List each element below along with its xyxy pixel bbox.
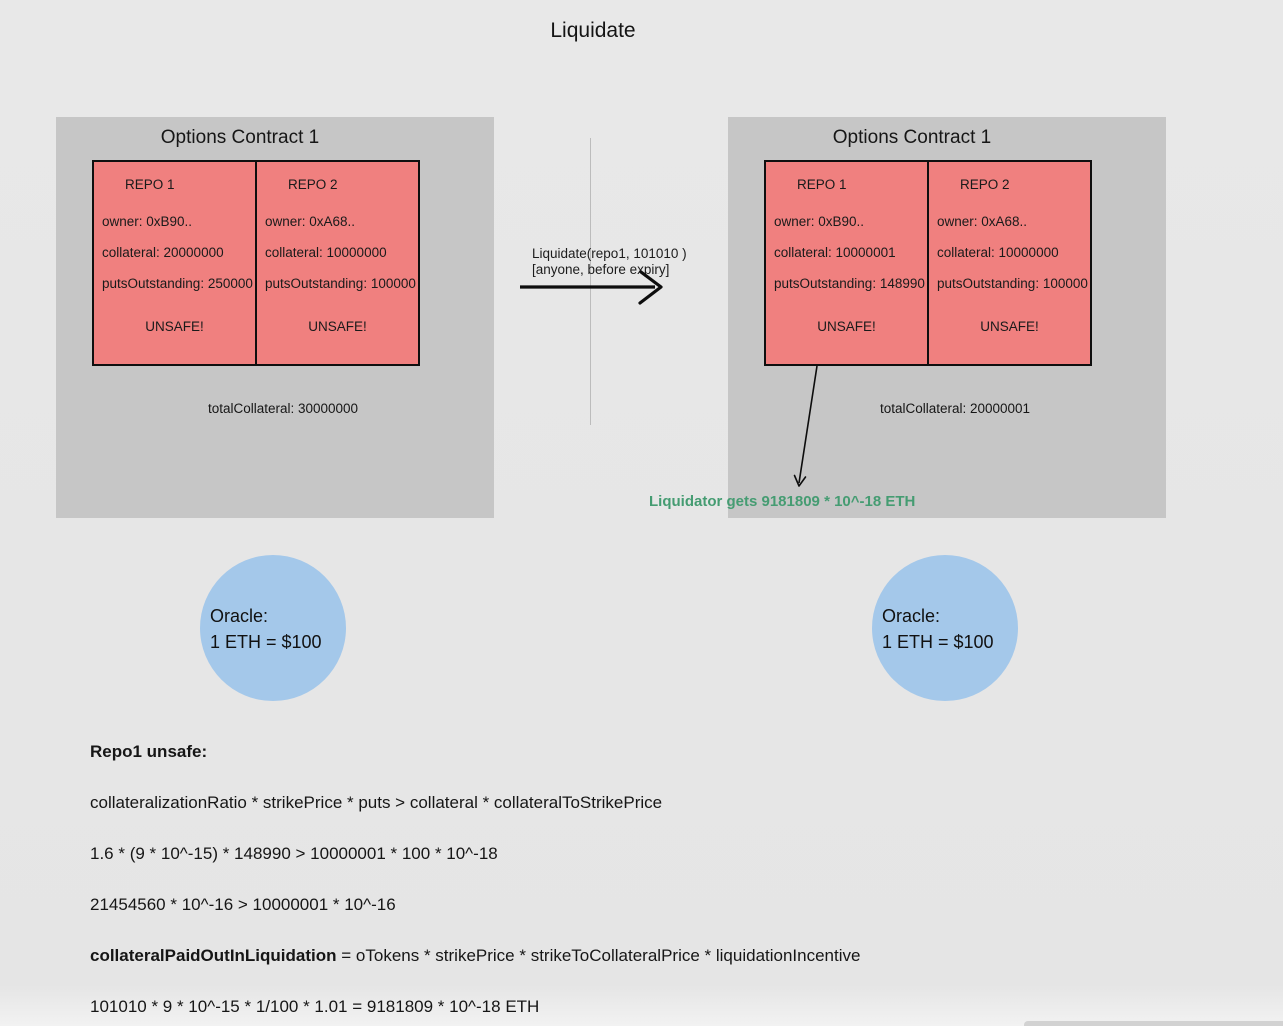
- repo-owner: owner: 0xB90..: [102, 214, 193, 229]
- oracle-label: Oracle:: [882, 606, 941, 626]
- contract-title: Options Contract 1: [160, 127, 320, 148]
- repo-table: REPO 1 owner: 0xB90.. collateral: 100000…: [764, 160, 1092, 366]
- repo-status: UNSAFE!: [145, 319, 204, 334]
- transition-label: Liquidate(repo1, 101010 ) [anyone, befor…: [532, 246, 687, 278]
- repo-card-2: REPO 2 owner: 0xA68.. collateral: 100000…: [929, 162, 1090, 364]
- repo-status: UNSAFE!: [980, 319, 1039, 334]
- contract-panel-after: Options Contract 1 REPO 1 owner: 0xB90..…: [728, 117, 1166, 518]
- repo-name: REPO 2: [960, 177, 1010, 192]
- repo-card-1: REPO 1 owner: 0xB90.. collateral: 100000…: [766, 162, 929, 364]
- repo-name: REPO 1: [797, 177, 847, 192]
- oracle-price: 1 ETH = $100: [882, 632, 994, 652]
- repo-card-2: REPO 2 owner: 0xA68.. collateral: 100000…: [257, 162, 418, 364]
- formula-payout-rest: = oTokens * strikePrice * strikeToCollat…: [336, 946, 861, 965]
- oracle-text: Oracle: 1 ETH = $100: [210, 603, 322, 655]
- repo-collateral: collateral: 20000000: [102, 245, 224, 260]
- repo-owner: owner: 0xB90..: [774, 214, 865, 229]
- oracle-circle-before: Oracle: 1 ETH = $100: [200, 555, 346, 701]
- liquidator-payout-note: Liquidator gets 9181809 * 10^-18 ETH: [649, 493, 916, 510]
- repo-owner: owner: 0xA68..: [265, 214, 356, 229]
- total-collateral: totalCollateral: 30000000: [207, 401, 359, 416]
- repo-puts: putsOutstanding: 250000: [102, 276, 253, 291]
- formula-condition: collateralizationRatio * strikePrice * p…: [90, 793, 663, 812]
- repo-collateral: collateral: 10000000: [265, 245, 387, 260]
- repo-name: REPO 1: [125, 177, 175, 192]
- repo-status: UNSAFE!: [308, 319, 367, 334]
- formula-payout-calc: 101010 * 9 * 10^-15 * 1/100 * 1.01 = 918…: [90, 997, 540, 1016]
- divider-line: [590, 138, 591, 425]
- formula-payout: collateralPaidOutInLiquidation = oTokens…: [90, 945, 860, 966]
- repo-owner: owner: 0xA68..: [937, 214, 1028, 229]
- repo-collateral: collateral: 10000001: [774, 245, 896, 260]
- oracle-text: Oracle: 1 ETH = $100: [882, 603, 994, 655]
- page-title: Liquidate: [550, 19, 636, 42]
- formula-substitution: 1.6 * (9 * 10^-15) * 148990 > 10000001 *…: [90, 844, 498, 863]
- oracle-price: 1 ETH = $100: [210, 632, 322, 652]
- transition-condition: [anyone, before expiry]: [532, 262, 670, 277]
- bottom-edge-artifact: [1024, 1021, 1283, 1026]
- contract-title: Options Contract 1: [832, 127, 992, 148]
- formula-heading: Repo1 unsafe:: [90, 742, 208, 761]
- total-collateral: totalCollateral: 20000001: [879, 401, 1031, 416]
- repo-puts: putsOutstanding: 100000: [937, 276, 1088, 291]
- repo-table: REPO 1 owner: 0xB90.. collateral: 200000…: [92, 160, 420, 366]
- repo-status: UNSAFE!: [817, 319, 876, 334]
- repo-puts: putsOutstanding: 100000: [265, 276, 416, 291]
- repo-puts: putsOutstanding: 148990: [774, 276, 925, 291]
- repo-name: REPO 2: [288, 177, 338, 192]
- repo-card-1: REPO 1 owner: 0xB90.. collateral: 200000…: [94, 162, 257, 364]
- oracle-circle-after: Oracle: 1 ETH = $100: [872, 555, 1018, 701]
- contract-panel-before: Options Contract 1 REPO 1 owner: 0xB90..…: [56, 117, 494, 518]
- oracle-label: Oracle:: [210, 606, 269, 626]
- formula-simplified: 21454560 * 10^-16 > 10000001 * 10^-16: [90, 895, 396, 914]
- transition-call: Liquidate(repo1, 101010 ): [532, 246, 687, 261]
- repo-collateral: collateral: 10000000: [937, 245, 1059, 260]
- formula-payout-term: collateralPaidOutInLiquidation: [90, 946, 337, 965]
